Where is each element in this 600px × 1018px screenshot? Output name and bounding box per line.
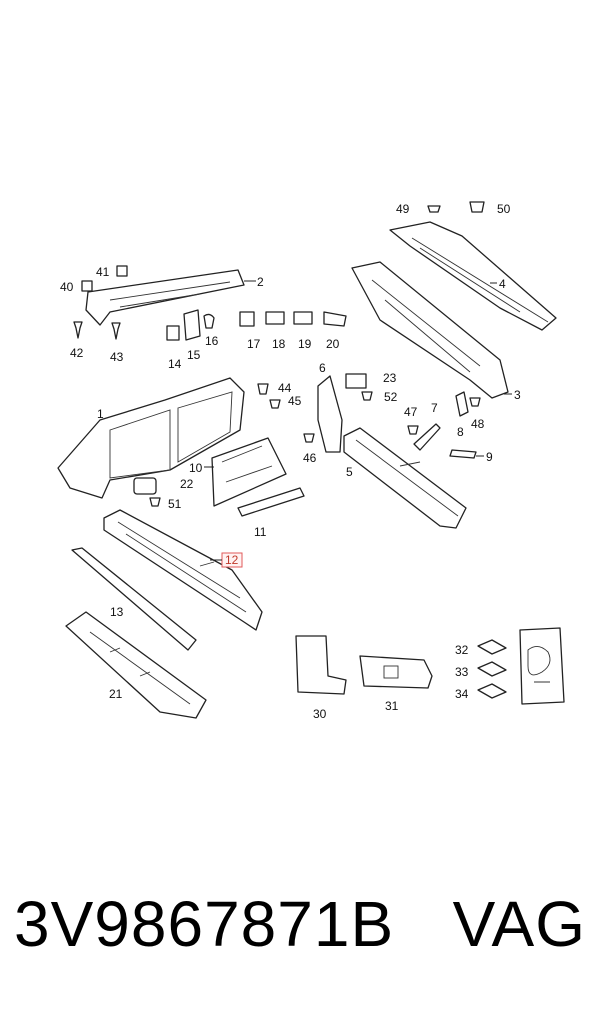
- part-18-clip: 18: [265, 311, 286, 351]
- callout-6: 6: [319, 361, 326, 375]
- part-42-screw: 42: [70, 321, 84, 360]
- callout-34: 34: [455, 687, 469, 701]
- callout-50: 50: [497, 202, 511, 216]
- part-51-screw: 51: [149, 497, 182, 511]
- callout-8: 8: [457, 425, 464, 439]
- callout-32: 32: [455, 643, 469, 657]
- callout-10: 10: [189, 461, 203, 475]
- callout-23: 23: [383, 371, 397, 385]
- callout-20: 20: [326, 337, 340, 351]
- callout-42: 42: [70, 346, 84, 360]
- part-50-clip: 50: [469, 201, 511, 216]
- part-49-screw: 49: [396, 202, 441, 216]
- part-15-bracket: 15: [183, 309, 201, 362]
- callout-13: 13: [110, 605, 124, 619]
- callout-18: 18: [272, 337, 286, 351]
- part-11-strip: 11: [237, 487, 305, 539]
- callout-4: 4: [499, 277, 506, 291]
- callout-40: 40: [60, 280, 74, 294]
- part-20-clip: 20: [323, 311, 347, 351]
- callout-5: 5: [346, 465, 353, 479]
- part-46-screw: 46: [303, 433, 317, 465]
- part-48-clip: 48: [469, 397, 485, 431]
- callout-51: 51: [168, 497, 182, 511]
- part-21-floor-strip: 21: [65, 611, 207, 719]
- part-19-clip: 19: [293, 311, 313, 351]
- patch-sheet: [519, 627, 565, 705]
- part-16-clip: 16: [203, 313, 219, 348]
- callout-9: 9: [486, 450, 493, 464]
- callout-46: 46: [303, 451, 317, 465]
- part-number-label: 3V9867871B: [14, 888, 395, 960]
- part-34-pad: 34: [455, 683, 507, 701]
- part-1-side-trim: 1: [57, 377, 245, 499]
- part-43-screw: 43: [110, 322, 124, 364]
- callout-49: 49: [396, 202, 410, 216]
- part-14-bracket: 14: [166, 325, 182, 371]
- callout-31: 31: [385, 699, 399, 713]
- part-31-box: 31: [359, 655, 433, 713]
- callout-1: 1: [97, 407, 104, 421]
- callout-43: 43: [110, 350, 124, 364]
- callout-45: 45: [288, 394, 302, 408]
- callout-41: 41: [96, 265, 110, 279]
- callout-19: 19: [298, 337, 312, 351]
- part-23-clip: 23: [345, 371, 397, 389]
- callout-52: 52: [384, 390, 398, 404]
- part-17-clip: 17: [239, 311, 261, 351]
- callout-7: 7: [431, 401, 438, 415]
- brand-label: VAG: [452, 888, 586, 960]
- part-32-pad: 32: [455, 639, 507, 657]
- callout-21: 21: [109, 687, 123, 701]
- part-10-panel: 10: [189, 437, 287, 507]
- part-9-strip: 9: [449, 449, 493, 464]
- callout-16: 16: [205, 334, 219, 348]
- callout-2: 2: [257, 275, 264, 289]
- callout-15: 15: [187, 348, 201, 362]
- callout-17: 17: [247, 337, 261, 351]
- part-4-panel: 4: [389, 221, 557, 331]
- callout-47: 47: [404, 405, 418, 419]
- part-13-rail: 13: [71, 547, 197, 651]
- part-12-luggage-cover: 12: [103, 509, 263, 631]
- callout-11: 11: [254, 525, 267, 539]
- part-33-pad: 33: [455, 661, 507, 679]
- part-8-hook: 8: [455, 391, 469, 439]
- part-30-bracket: 30: [295, 635, 347, 721]
- callout-30: 30: [313, 707, 327, 721]
- part-2-trim-rail: 2: [85, 269, 264, 326]
- part-44-clip: 44: [257, 381, 292, 395]
- part-6-bracket: 6: [317, 361, 343, 453]
- callout-12: 12: [225, 553, 239, 567]
- footer: 3V9867871B VAG: [0, 892, 600, 982]
- part-22-cap: 22: [133, 477, 194, 495]
- part-47-screw: 47: [404, 405, 419, 435]
- part-40-clip: 40: [60, 280, 93, 294]
- callout-33: 33: [455, 665, 469, 679]
- part-3-panel: 3: [351, 261, 521, 402]
- callout-14: 14: [168, 357, 182, 371]
- callout-44: 44: [278, 381, 292, 395]
- part-5-sill-panel: 5: [343, 427, 467, 529]
- part-7-strap: 7: [413, 401, 441, 451]
- part-45-screw: 45: [269, 394, 302, 409]
- parts-diagram: 2 40 41 42 43 14 15 16 17 18 19: [57, 201, 565, 721]
- callout-22: 22: [180, 477, 194, 491]
- callout-3: 3: [514, 388, 521, 402]
- part-41-clip: 41: [96, 265, 128, 279]
- part-52-screw: 52: [361, 390, 398, 404]
- callout-48: 48: [471, 417, 485, 431]
